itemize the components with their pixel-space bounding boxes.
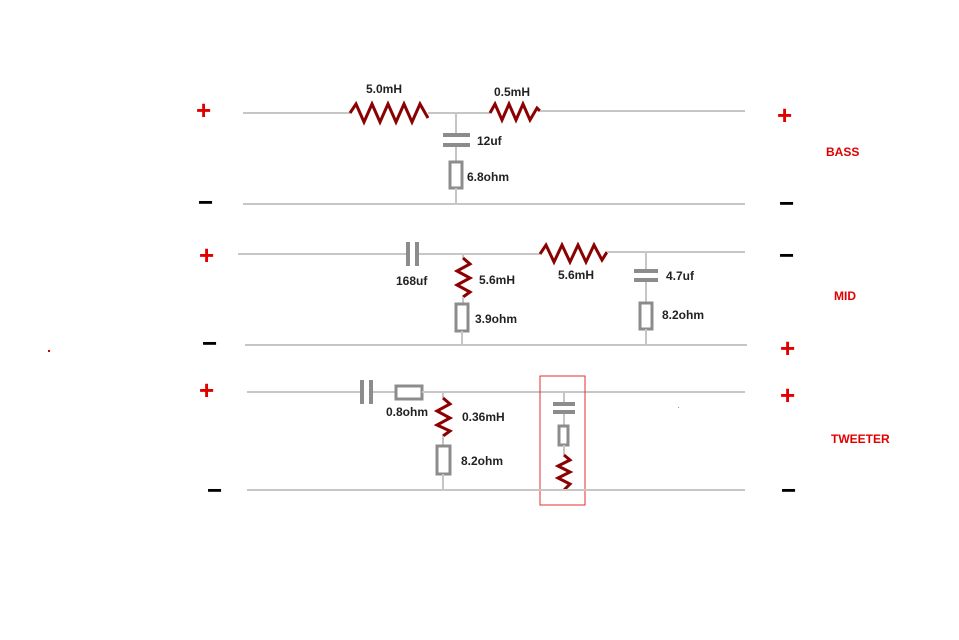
mid-r1-label: 3.9ohm xyxy=(475,312,517,326)
stray-dot xyxy=(48,350,50,352)
bass-input-plus-sign: + xyxy=(196,95,211,125)
bass-resistor-icon xyxy=(448,160,464,190)
mid-resistor-82-icon xyxy=(638,301,654,331)
tweeter-output-plus-sign: + xyxy=(780,380,795,410)
tweeter-r1-label: 0.8ohm xyxy=(386,405,428,419)
tweeter-input-plus-sign: + xyxy=(199,375,214,405)
mid-output-plus-sign: + xyxy=(780,333,795,363)
tweeter-resistor-shunt-icon xyxy=(435,444,452,476)
tweeter-highlight-box xyxy=(539,375,586,506)
tweeter-inductor-shunt-icon xyxy=(433,396,454,438)
bass-c1-label: 12uf xyxy=(477,134,503,148)
tweeter-resistor-series-icon xyxy=(394,384,424,401)
mid-c1-label: 168uf xyxy=(396,274,428,288)
bass-inductor-05mh-icon xyxy=(488,100,542,124)
bass-l2-label: 0.5mH xyxy=(494,85,530,99)
mid-c2-label: 4.7uf xyxy=(666,269,695,283)
highlight-resistor-icon xyxy=(557,424,570,447)
mid-inductor-shunt-icon xyxy=(453,256,474,299)
tweeter-section-label: TWEETER xyxy=(831,432,890,446)
bass-r1-label: 6.8ohm xyxy=(467,170,509,184)
tweeter-output-minus-sign: − xyxy=(781,475,796,505)
bass-section: 5.0mH 0.5mH 12uf 6.8ohm + − + − BASS xyxy=(196,82,859,218)
mid-l1-label: 5.6mH xyxy=(479,273,515,287)
mid-section: 168uf 5.6mH 5.6mH 3.9ohm 4.7uf 8.2ohm + … xyxy=(199,240,856,363)
stray-speck xyxy=(678,407,679,408)
mid-section-label: MID xyxy=(834,289,856,303)
bass-section-label: BASS xyxy=(826,145,859,159)
bass-inductor-5mh-icon xyxy=(348,100,430,126)
bass-output-plus-sign: + xyxy=(777,100,792,130)
mid-input-plus-sign: + xyxy=(199,240,214,270)
mid-l2-label: 5.6mH xyxy=(558,268,594,282)
mid-input-minus-sign: − xyxy=(202,328,217,358)
highlight-inductor-icon xyxy=(554,453,574,492)
bass-input-minus-sign: − xyxy=(198,187,213,217)
tweeter-section: 0.8ohm 0.36mH 8.2ohm + − + − TWEETER xyxy=(199,375,890,506)
tweeter-l1-label: 0.36mH xyxy=(462,410,505,424)
mid-inductor-series-icon xyxy=(538,241,609,266)
bass-l1-label: 5.0mH xyxy=(366,82,402,96)
mid-resistor-39-icon xyxy=(454,302,470,333)
mid-output-minus-sign: − xyxy=(779,240,794,270)
mid-r2-label: 8.2ohm xyxy=(662,308,704,322)
tweeter-r2-label: 8.2ohm xyxy=(461,454,503,468)
tweeter-input-minus-sign: − xyxy=(207,475,222,505)
bass-output-minus-sign: − xyxy=(779,188,794,218)
